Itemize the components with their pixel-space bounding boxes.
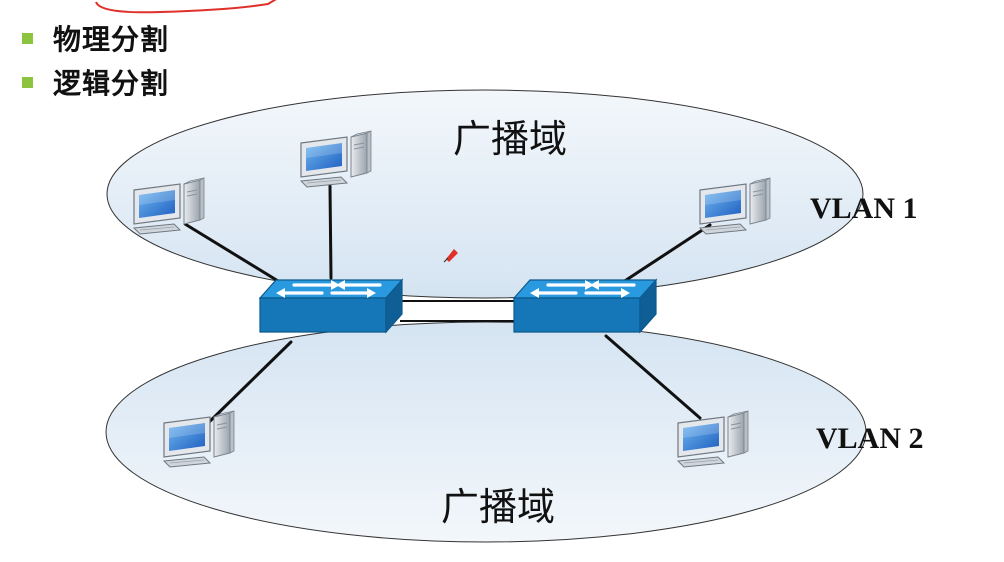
pen-cursor-icon xyxy=(443,249,458,263)
bullet-item-logical: 逻辑分割 xyxy=(22,60,169,104)
top-broadcast-domain-ellipse xyxy=(106,89,864,299)
bullet-label: 逻辑分割 xyxy=(53,67,170,100)
red-annotation-scribble xyxy=(95,0,277,14)
vlan1-label: VLAN 1 xyxy=(810,192,918,225)
switch-icon xyxy=(512,278,658,334)
square-bullet-icon xyxy=(22,32,33,44)
bullet-label: 物理分割 xyxy=(53,23,170,56)
switch-icon xyxy=(258,278,404,334)
top-domain-label: 广播域 xyxy=(453,117,567,161)
trunk-link xyxy=(400,300,514,322)
vlan2-label: VLAN 2 xyxy=(816,422,924,455)
bullet-item-physical: 物理分割 xyxy=(22,16,169,60)
bottom-domain-label: 广播域 xyxy=(441,485,555,529)
square-bullet-icon xyxy=(22,76,33,88)
bullet-list: 物理分割 逻辑分割 xyxy=(22,16,169,104)
